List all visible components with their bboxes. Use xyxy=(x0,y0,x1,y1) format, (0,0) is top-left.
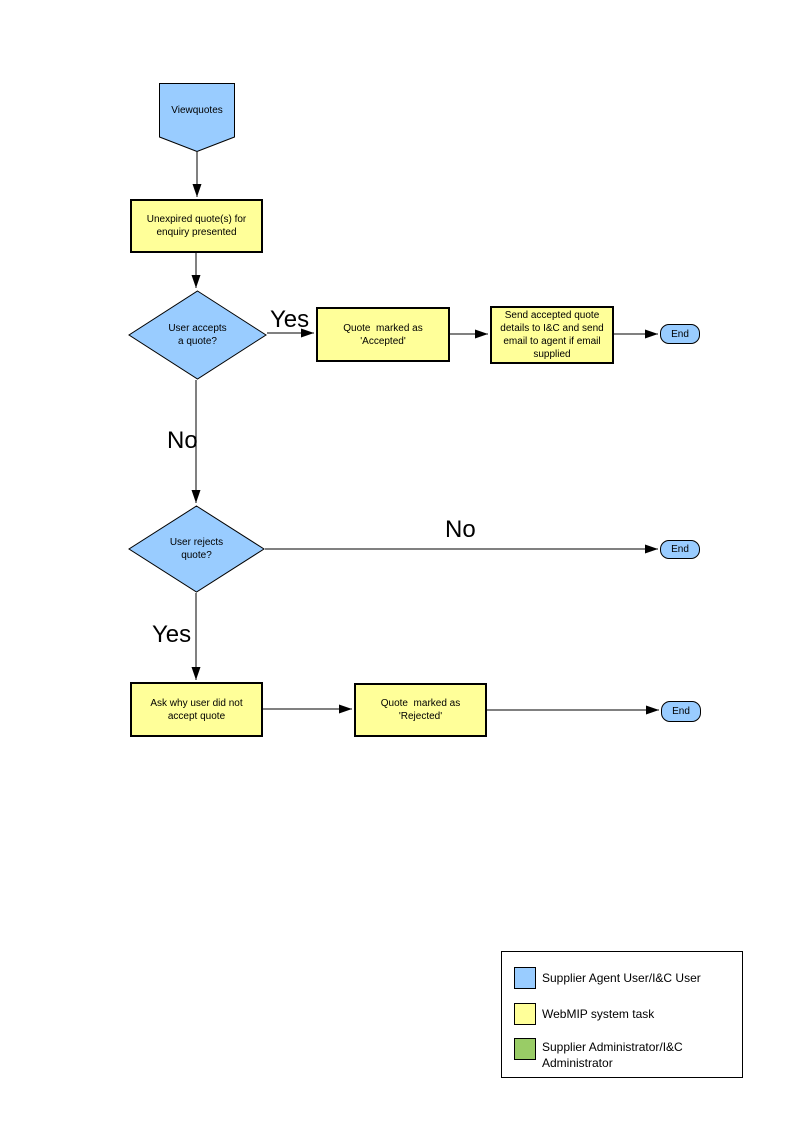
node-start: Viewquotes xyxy=(159,83,235,152)
node-end-rejected: End xyxy=(661,701,701,722)
node-end-reject-no: End xyxy=(660,540,700,559)
node-send-details: Send accepted quote details to I&C and s… xyxy=(490,306,614,364)
node-ask-why-label: Ask why user did not accept quote xyxy=(150,697,243,722)
node-marked-accepted: Quote marked as 'Accepted' xyxy=(316,307,450,362)
node-end-accepted: End xyxy=(660,324,700,344)
diamond-shape xyxy=(128,290,267,380)
pentagon-shape xyxy=(159,83,235,152)
legend-label-supplier-agent: Supplier Agent User/I&C User xyxy=(542,971,701,985)
node-end-accepted-label: End xyxy=(671,328,689,340)
legend-swatch-webmip-task xyxy=(514,1003,536,1025)
edge-label-reject-yes: Yes xyxy=(152,621,192,648)
legend: Supplier Agent User/I&C User WebMIP syst… xyxy=(501,951,743,1078)
node-marked-rejected-label: Quote marked as 'Rejected' xyxy=(380,698,461,722)
node-end-reject-no-label: End xyxy=(671,544,689,555)
node-marked-accepted-label: Quote marked as 'Accepted' xyxy=(343,322,423,347)
legend-label-supplier-admin: Supplier Administrator/I&C Administrator xyxy=(542,1040,683,1070)
edge-label-accept-yes: Yes xyxy=(270,306,310,333)
legend-swatch-supplier-admin xyxy=(514,1038,536,1060)
node-accepts-decision-label: User accepts a quote? xyxy=(168,323,227,347)
node-rejects-decision: User rejects quote? xyxy=(128,505,265,593)
diamond-shape xyxy=(128,505,265,593)
node-marked-rejected: Quote marked as 'Rejected' xyxy=(354,683,487,737)
node-send-details-label: Send accepted quote details to I&C and s… xyxy=(500,310,604,360)
node-ask-why: Ask why user did not accept quote xyxy=(130,682,263,737)
node-rejects-decision-label: User rejects quote? xyxy=(169,537,224,561)
edge-label-reject-no: No xyxy=(445,516,476,543)
legend-label-webmip-task: WebMIP system task xyxy=(542,1007,655,1021)
node-unexpired-quotes-label: Unexpired quote(s) for enquiry presented xyxy=(146,214,247,238)
node-accepts-decision: User accepts a quote? xyxy=(128,290,267,380)
edge-label-accept-no: No xyxy=(167,427,198,454)
node-unexpired-quotes: Unexpired quote(s) for enquiry presented xyxy=(130,199,263,253)
legend-swatch-supplier-agent xyxy=(514,967,536,989)
node-start-label: Viewquotes xyxy=(171,105,223,116)
node-end-rejected-label: End xyxy=(672,706,690,717)
